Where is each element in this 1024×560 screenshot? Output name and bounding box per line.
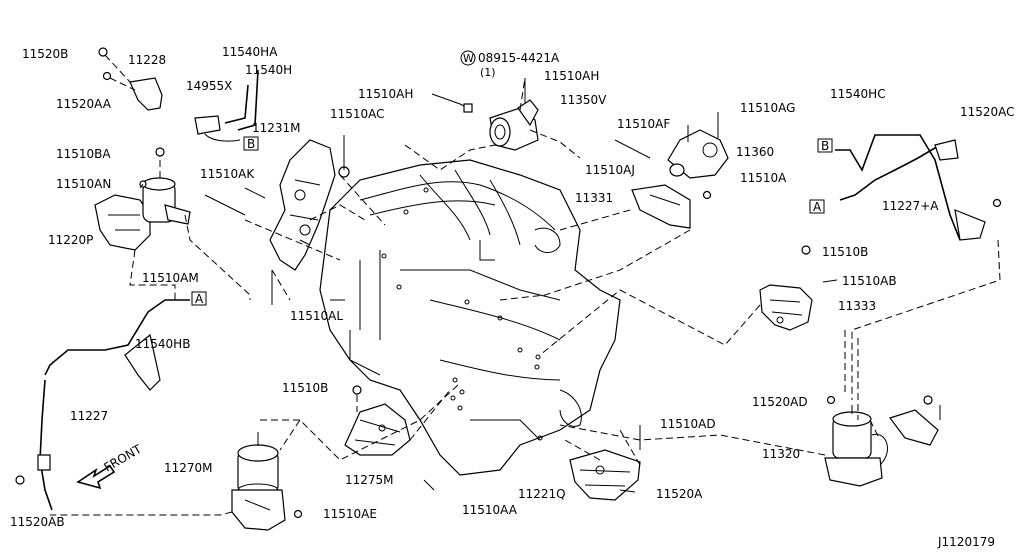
label-11540hb: 11540HB: [135, 337, 190, 351]
label-11540h: 11540H: [245, 63, 292, 77]
engine-block: [319, 159, 621, 476]
label-11510ab: 11510AB: [842, 274, 897, 288]
mount-11275m: [344, 385, 435, 491]
leader-lines: [50, 54, 1001, 516]
label-11520ab: 11520AB: [10, 515, 65, 529]
front-label: FRONT: [102, 442, 145, 475]
label-11360: 11360: [736, 145, 774, 159]
label-11320: 11320: [762, 447, 800, 461]
label-11510ah-1: 11510AH: [544, 69, 599, 83]
label-11227a: 11227+A: [882, 199, 939, 213]
label-11333: 11333: [838, 299, 876, 313]
mount-11320: [824, 395, 941, 487]
label-11231m: 11231M: [252, 121, 301, 135]
label-11228: 11228: [128, 53, 166, 67]
label-11221q: 11221Q: [518, 487, 566, 501]
label-11275m: 11275M: [345, 473, 394, 487]
label-11220p: 11220P: [48, 233, 93, 247]
label-11510ah-2: 11510AH: [358, 87, 413, 101]
washer-badge: W: [463, 52, 474, 65]
label-11510al: 11510AL: [290, 309, 343, 323]
label-11520ad: 11520AD: [752, 395, 808, 409]
label-11510ba: 11510BA: [56, 147, 111, 161]
diagram-id: J1120179: [937, 535, 995, 549]
bracket-11228: [98, 47, 259, 142]
ref-box-b-1: B: [247, 137, 255, 151]
label-11510ak: 11510AK: [200, 167, 255, 181]
bushing-11350v: [431, 78, 539, 151]
harness-11540hb: [15, 299, 190, 511]
label-11510b-2: 11510B: [282, 381, 328, 395]
label-11350v: 11350V: [560, 93, 607, 107]
bracket-11221q: [569, 425, 641, 501]
ref-box-a-1: A: [195, 292, 204, 306]
label-14955x: 14955X: [186, 79, 232, 93]
mount-11333: [759, 245, 838, 331]
label-qty: (1): [480, 66, 496, 79]
ref-box-b-2: B: [821, 139, 829, 153]
mount-11360: [614, 112, 729, 229]
label-11540ha: 11540HA: [222, 45, 278, 59]
label-11227: 11227: [70, 409, 108, 423]
special-part-callout: W 08915-4421A (1): [460, 50, 560, 79]
label-11510af: 11510AF: [617, 117, 670, 131]
reference-boxes: B A A B: [191, 136, 833, 306]
label-08915: 08915-4421A: [478, 51, 560, 65]
label-11510ae: 11510AE: [323, 507, 377, 521]
label-11520ac: 11520AC: [960, 105, 1015, 119]
label-11520a: 11520A: [656, 487, 703, 501]
front-arrow: FRONT: [76, 442, 145, 490]
harness-11540hc: [835, 134, 1002, 241]
label-11540hc: 11540HC: [830, 87, 886, 101]
part-labels: 11520B 11228 11520AA 11540HA 11540H 1495…: [10, 45, 1015, 529]
label-11520aa: 11520AA: [56, 97, 112, 111]
label-11520b: 11520B: [22, 47, 68, 61]
mount-11270m: [231, 432, 303, 531]
label-11510a: 11510A: [740, 171, 787, 185]
label-11510b-1: 11510B: [822, 245, 868, 259]
label-11331: 11331: [575, 191, 613, 205]
label-11270m: 11270M: [164, 461, 213, 475]
ref-box-a-2: A: [813, 200, 822, 214]
label-11510an: 11510AN: [56, 177, 111, 191]
label-11510aj: 11510AJ: [585, 163, 635, 177]
label-11510ac: 11510AC: [330, 107, 385, 121]
label-11510aa: 11510AA: [462, 503, 518, 517]
label-11510am: 11510AM: [142, 271, 199, 285]
label-11510ad: 11510AD: [660, 417, 716, 431]
label-11510ag: 11510AG: [740, 101, 795, 115]
mount-11220p: [94, 147, 191, 251]
